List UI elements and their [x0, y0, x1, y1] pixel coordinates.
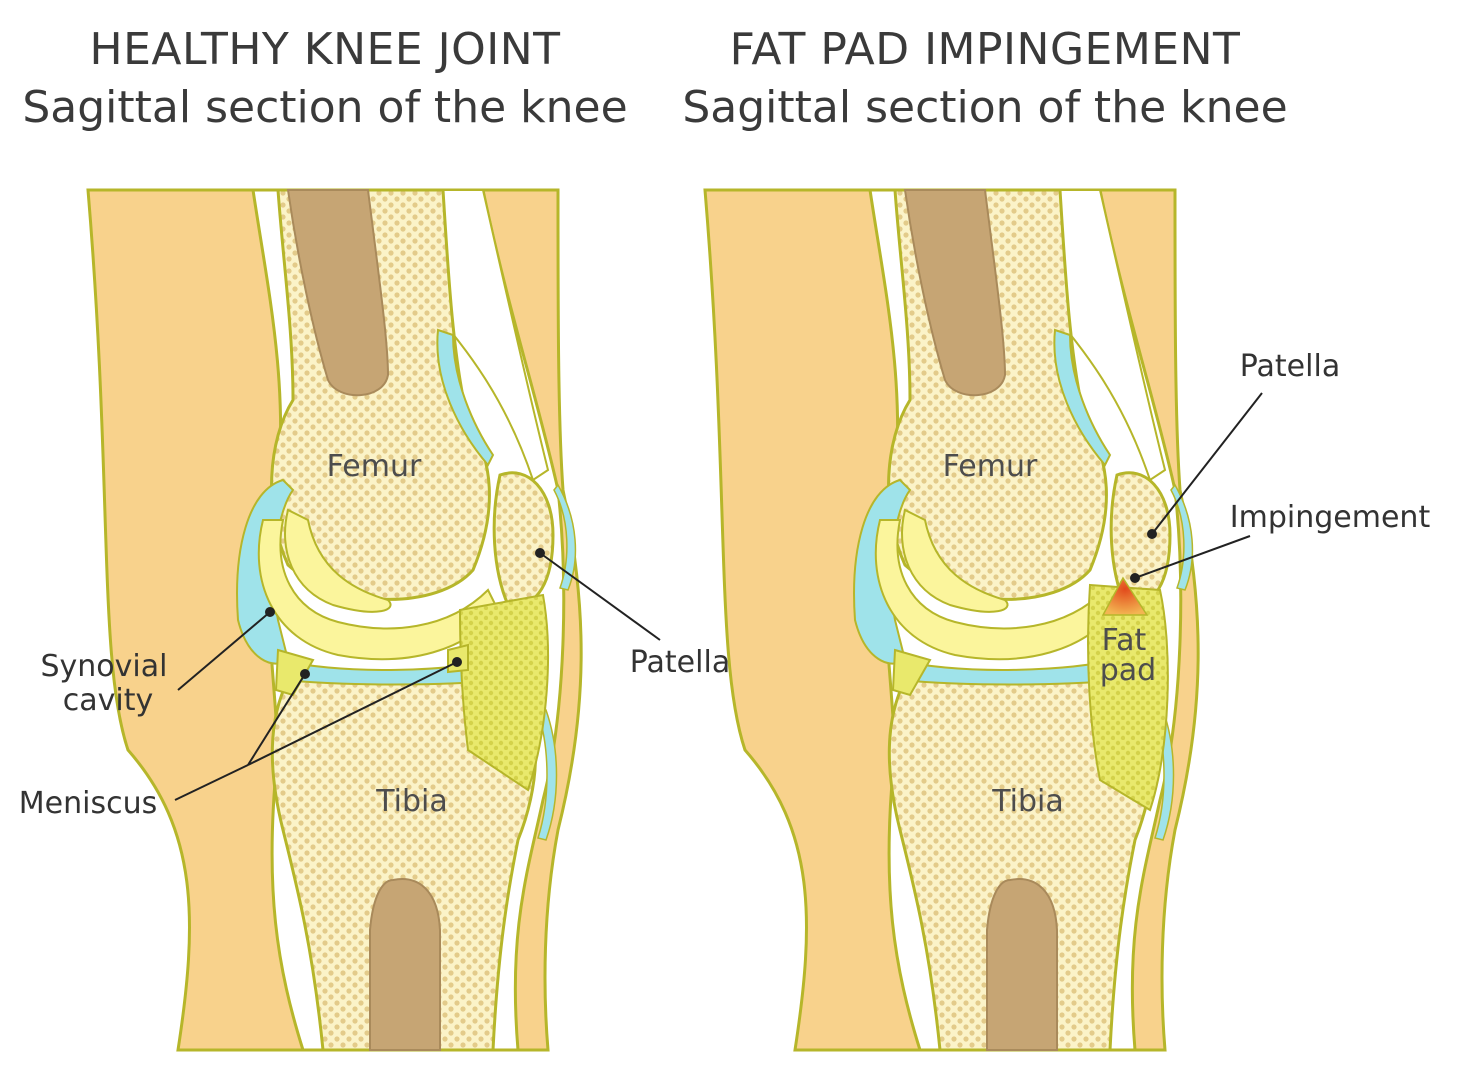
fat-pad-label-line2: pad	[1100, 653, 1156, 688]
synovial-label-line1: Synovial	[41, 649, 168, 684]
impingement-label: Impingement	[1230, 500, 1431, 535]
healthy-knee-diagram	[88, 190, 581, 1050]
tibia-label-right: Tibia	[991, 784, 1064, 819]
fat-pad-impingement-diagram	[705, 190, 1198, 1050]
patella-label-left: Patella	[630, 645, 730, 680]
meniscus-leader-dot-posterior	[301, 670, 309, 678]
patella-leader-dot-right	[1148, 530, 1156, 538]
meniscus-leader-dot-anterior	[453, 658, 461, 666]
patella-leader-dot-left	[536, 549, 544, 557]
femur-label-left: Femur	[327, 449, 422, 484]
meniscus-label: Meniscus	[19, 786, 157, 821]
synovial-leader-dot	[266, 608, 274, 616]
tibia-label-left: Tibia	[375, 784, 448, 819]
femur-label-right: Femur	[943, 449, 1038, 484]
enlarged-fat-pad	[1088, 585, 1168, 810]
synovial-label-line2: cavity	[63, 683, 153, 718]
patella-label-right: Patella	[1240, 349, 1340, 384]
impingement-leader-dot	[1131, 574, 1139, 582]
